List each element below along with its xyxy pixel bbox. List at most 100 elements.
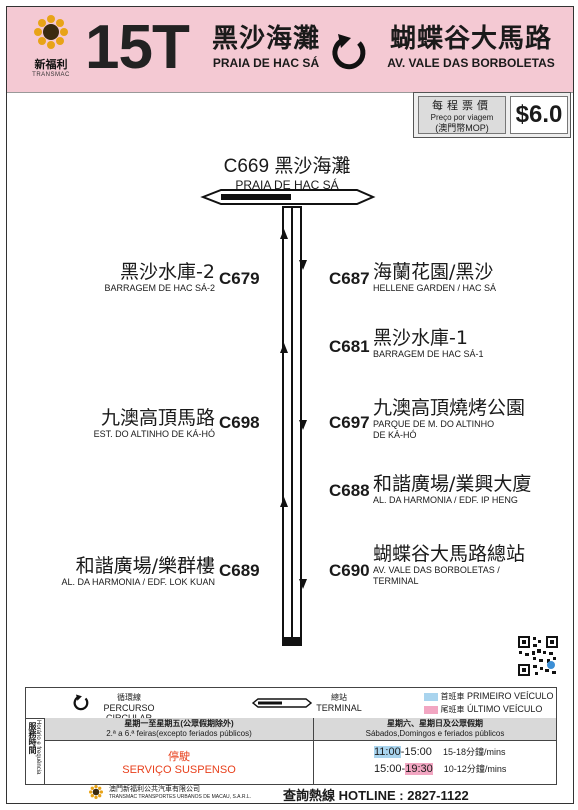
hotline-number[interactable]: 2827-1122 [407,788,469,803]
stop-right-5-code: C690 [329,561,370,580]
destination-pt: AV. VALE DAS BORBOLETAS [387,56,555,70]
terminal-top-stop: C669 黑沙海灘 PRAIA DE HAC SÁ [197,151,377,192]
stop-left-3-zh: 和諧廣場/樂群樓 [75,555,215,577]
legend-circular-zh: 循環線 [117,693,141,702]
stop-right-2-code: C681 [329,337,370,356]
terminal-bar-left [221,194,291,200]
weekday-header-zh: 星期一至星期五(公眾假期除外) [124,719,234,728]
legend-last-pt: ÚLTIMO VEÍCULO [467,704,543,714]
header-banner: 新福利 TRANSMAC 15T 黑沙海灘 PRAIA DE HAC SÁ 蝴蝶… [7,7,573,93]
fare-label-box: 每程票價 Preço por viagem (澳門幣MOP) [418,96,506,134]
stop-right-3-code: C697 [329,413,370,432]
stop-left-2: 九澳高頂馬路 EST. DO ALTINHO DE KÁ-HÓ [35,407,215,440]
origin-pt: PRAIA DE HAC SÁ [212,56,320,70]
fare-panel: 每程票價 Preço por viagem (澳門幣MOP) $6.0 [413,92,571,138]
sunflower-logo-icon [34,15,68,49]
destination-label: 蝴蝶谷大馬路 AV. VALE DAS BORBOLETAS [373,23,569,70]
stop-left-1: 黑沙水庫-2 BARRAGEM DE HAC SÁ-2 [35,261,215,294]
first-bus-swatch [424,692,438,701]
stop-left-2-code: C698 [219,413,260,432]
origin-label: 黑沙海灘 PRAIA DE HAC SÁ [203,23,329,70]
arrow-up-icon [280,229,288,239]
stop-right-3-zh: 九澳高頂燒烤公園 [373,397,526,419]
brand-name-zh: 新福利 [34,58,68,71]
last-bus-time: 19:30 [405,763,433,775]
origin-zh: 黑沙海灘 [211,24,320,54]
stop-right-3-pt: PARQUE DE M. DO ALTINHO [373,419,495,429]
footer-company-pt: TRANSMAC TRANSPORTES URBANOS DE MACAU, S… [109,794,252,800]
legend-first-zh: 首班車 [440,692,465,701]
stop-right-5-zh: 蝴蝶谷大馬路總站 [373,543,526,565]
terminal-marker-icon [252,698,312,708]
arrow-down-icon [299,260,307,270]
brand-name-en: TRANSMAC [32,72,70,78]
stop-right-3: 九澳高頂燒烤公園 PARQUE DE M. DO ALTINHO DE KÁ-H… [373,397,569,441]
company-logo: 新福利 TRANSMAC [27,15,75,85]
arrow-down-icon [299,579,307,589]
row-2-frequency: 10-12分鐘/mins [443,764,507,774]
stop-right-1-pt: HELLENE GARDEN / HAC SÁ [373,283,497,293]
stop-left-3: 和諧廣場/樂群樓 AL. DA HARMONIA / EDF. LOK KUAN [15,555,215,588]
fare-label-currency: (澳門幣MOP) [435,123,489,133]
weekend-header-zh: 星期六、星期日及公眾假期 [387,719,483,728]
stop-right-4: 和諧廣場/業興大廈 AL. DA HARMONIA / EDF. IP HENG [373,473,569,506]
schedule-side-pt: Horário e frequência [35,720,41,775]
route-number: 15T [85,13,190,82]
hotline-label: 查詢熱線 HOTLINE : [283,788,404,803]
terminal-top-zh: 黑沙海灘 [274,155,351,177]
stop-left-1-code: C679 [219,269,260,288]
fare-label-zh: 每程票價 [432,99,492,112]
footer: 澳門新福利公共汽車有限公司 TRANSMAC TRANSPORTES URBAN… [7,783,573,803]
row-2-start: 15:00- [374,763,406,775]
weekend-row-2: 15:00-19:30 10-12分鐘/mins [374,762,506,775]
terminal-top-pt: PRAIA DE HAC SÁ [235,178,339,192]
weekday-status-zh: 停駛 [168,751,190,763]
legend-first-bus: 首班車 PRIMEIRO VEÍCULO [424,691,554,702]
stop-right-2-pt: BARRAGEM DE HAC SÁ-1 [373,349,484,359]
circular-route-icon [332,34,366,70]
stop-right-5: 蝴蝶谷大馬路總站 AV. VALE DAS BORBOLETAS / TERMI… [373,543,569,587]
terminal-bottom-marker [283,637,301,645]
arrow-up-icon [280,343,288,353]
fare-value: $6.0 [510,96,568,134]
stop-right-5-pt2: TERMINAL [373,576,419,586]
stop-right-5-pt: AV. VALE DAS BORBOLETAS / [373,565,500,575]
legend-terminal-zh: 總站 [331,693,347,702]
stop-right-4-zh: 和諧廣場/業興大廈 [373,473,532,495]
stop-left-3-pt: AL. DA HARMONIA / EDF. LOK KUAN [61,577,215,587]
weekday-header-pt: 2.ª a 6.ª feiras(excepto feriados públic… [106,729,252,738]
legend-row: 循環線 PERCURSO CIRCULAR 總站 TERMINAL 首班車 PR… [26,688,556,723]
first-bus-time: 11:00 [374,746,401,758]
stop-right-4-pt: AL. DA HARMONIA / EDF. IP HENG [373,495,518,505]
legend-schedule-box: 循環線 PERCURSO CIRCULAR 總站 TERMINAL 首班車 PR… [25,687,557,785]
fare-label-pt: Preço por viagem [430,113,494,122]
row-1-frequency: 15-18分鐘/mins [442,747,506,757]
weekday-service: 停駛 SERVIÇO SUSPENSO [45,740,314,784]
weekend-row-1: 11:00-15:00 15-18分鐘/mins [374,745,506,758]
sunflower-logo-icon [89,785,103,799]
schedule-side-label: 服務時間 Horário e frequência [26,718,45,784]
weekday-header: 星期一至星期五(公眾假期除外) 2.ª a 6.ª feiras(excepto… [45,718,314,741]
arrow-up-icon [280,497,288,507]
stop-right-2-zh: 黑沙水庫-1 [373,327,468,349]
weekend-service: 11:00-15:00 15-18分鐘/mins 15:00-19:30 10-… [314,740,556,784]
route-diagram [200,189,376,646]
stop-right-2: 黑沙水庫-1 BARRAGEM DE HAC SÁ-1 [373,327,569,360]
last-bus-swatch [424,705,438,714]
weekday-status-pt: SERVIÇO SUSPENSO [122,764,236,776]
route-sign: 新福利 TRANSMAC 15T 黑沙海灘 PRAIA DE HAC SÁ 蝴蝶… [6,6,574,804]
stop-left-1-pt: BARRAGEM DE HAC SÁ-2 [104,283,215,293]
terminal-top-code: C669 [223,156,270,177]
destination-zh: 蝴蝶谷大馬路 [389,24,552,54]
legend-first-pt: PRIMEIRO VEÍCULO [467,691,554,701]
schedule-side-zh: 服務時間 [28,722,37,754]
qr-code-icon[interactable] [517,635,559,677]
weekend-header-pt: Sábados,Domingos e feriados públicos [365,729,505,738]
hotline: 查詢熱線 HOTLINE : 2827-1122 [283,785,469,804]
arrow-down-icon [299,420,307,430]
stop-right-1: 海蘭花園/黑沙 HELLENE GARDEN / HAC SÁ [373,261,569,294]
stop-right-1-code: C687 [329,269,370,288]
stop-right-3-pt2: DE KÁ-HÓ [373,430,417,440]
stop-left-1-zh: 黑沙水庫-2 [120,261,215,283]
legend-terminal: 總站 TERMINAL [314,692,364,713]
